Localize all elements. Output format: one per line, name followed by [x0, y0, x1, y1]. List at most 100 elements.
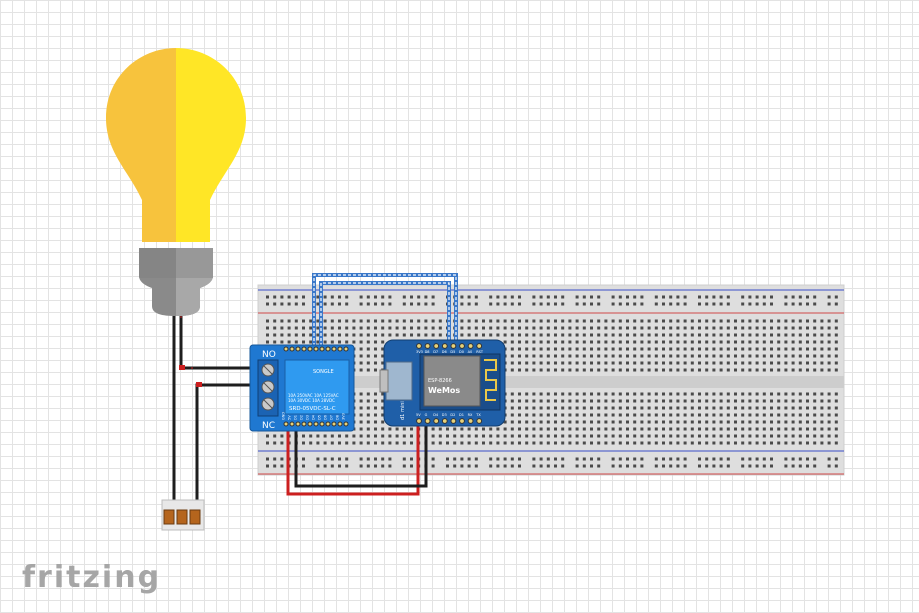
breadboard-hole[interactable]: [575, 441, 579, 445]
breadboard-hole[interactable]: [820, 347, 824, 351]
breadboard-hole[interactable]: [626, 441, 629, 445]
breadboard-hole[interactable]: [611, 427, 615, 431]
breadboard-hole[interactable]: [532, 302, 536, 306]
breadboard-hole[interactable]: [676, 361, 680, 365]
breadboard-hole[interactable]: [719, 406, 723, 410]
breadboard-hole[interactable]: [518, 406, 521, 410]
breadboard-hole[interactable]: [518, 326, 521, 330]
breadboard-hole[interactable]: [539, 464, 543, 468]
breadboard-hole[interactable]: [820, 333, 824, 337]
breadboard-hole[interactable]: [431, 457, 435, 461]
wemos-top-pin[interactable]: [476, 343, 483, 349]
breadboard-hole[interactable]: [662, 441, 665, 445]
breadboard-hole[interactable]: [597, 413, 601, 417]
wemos-top-pin[interactable]: [424, 343, 431, 349]
breadboard-hole[interactable]: [654, 361, 658, 365]
breadboard-hole[interactable]: [633, 368, 637, 372]
breadboard-hole[interactable]: [734, 399, 737, 403]
breadboard-hole[interactable]: [590, 368, 593, 372]
breadboard-hole[interactable]: [554, 434, 557, 438]
breadboard-hole[interactable]: [654, 319, 658, 323]
breadboard-hole[interactable]: [806, 457, 809, 461]
breadboard-hole[interactable]: [359, 340, 363, 344]
breadboard-hole[interactable]: [266, 319, 269, 323]
breadboard-hole[interactable]: [690, 340, 694, 344]
wemos-top-pin[interactable]: [459, 343, 465, 349]
breadboard-hole[interactable]: [518, 319, 521, 323]
breadboard-hole[interactable]: [453, 427, 457, 431]
breadboard-hole[interactable]: [410, 302, 413, 306]
breadboard-hole[interactable]: [561, 347, 565, 351]
breadboard-hole[interactable]: [482, 319, 485, 323]
breadboard-hole[interactable]: [640, 434, 644, 438]
breadboard-hole[interactable]: [633, 295, 637, 299]
breadboard-hole[interactable]: [640, 406, 644, 410]
breadboard-hole[interactable]: [734, 392, 737, 396]
breadboard-hole[interactable]: [496, 457, 500, 461]
breadboard-hole[interactable]: [834, 326, 838, 330]
breadboard-hole[interactable]: [683, 406, 687, 410]
breadboard-hole[interactable]: [554, 326, 557, 330]
breadboard-hole[interactable]: [525, 406, 529, 410]
breadboard-hole[interactable]: [690, 333, 694, 337]
breadboard-hole[interactable]: [546, 406, 550, 410]
breadboard-hole[interactable]: [402, 326, 406, 330]
breadboard-hole[interactable]: [359, 392, 363, 396]
breadboard-hole[interactable]: [590, 413, 593, 417]
breadboard-hole[interactable]: [662, 326, 665, 330]
breadboard-hole[interactable]: [762, 326, 766, 330]
breadboard-hole[interactable]: [827, 302, 831, 306]
breadboard-hole[interactable]: [266, 333, 269, 337]
breadboard-hole[interactable]: [618, 347, 622, 351]
breadboard-hole[interactable]: [561, 340, 565, 344]
breadboard-hole[interactable]: [532, 427, 536, 431]
breadboard-hole[interactable]: [698, 326, 701, 330]
breadboard-hole[interactable]: [316, 302, 320, 306]
breadboard-hole[interactable]: [748, 457, 752, 461]
breadboard-hole[interactable]: [539, 333, 543, 337]
breadboard-hole[interactable]: [388, 427, 392, 431]
breadboard-hole[interactable]: [374, 368, 377, 372]
breadboard-hole[interactable]: [698, 427, 701, 431]
breadboard-hole[interactable]: [568, 434, 572, 438]
breadboard-hole[interactable]: [647, 354, 651, 358]
breadboard-hole[interactable]: [561, 326, 565, 330]
breadboard-hole[interactable]: [726, 333, 730, 337]
breadboard-hole[interactable]: [618, 392, 622, 396]
breadboard-hole[interactable]: [683, 464, 687, 468]
breadboard-hole[interactable]: [590, 457, 593, 461]
breadboard-hole[interactable]: [554, 347, 557, 351]
relay-top-pin[interactable]: [307, 346, 313, 352]
breadboard-hole[interactable]: [791, 319, 795, 323]
breadboard-hole[interactable]: [683, 399, 687, 403]
breadboard-hole[interactable]: [705, 413, 709, 417]
breadboard-hole[interactable]: [784, 420, 788, 424]
breadboard-hole[interactable]: [302, 464, 305, 468]
breadboard-hole[interactable]: [770, 333, 773, 337]
breadboard-hole[interactable]: [712, 302, 716, 306]
breadboard-hole[interactable]: [798, 427, 802, 431]
breadboard-hole[interactable]: [489, 427, 493, 431]
breadboard-hole[interactable]: [374, 420, 377, 424]
breadboard-hole[interactable]: [597, 347, 601, 351]
breadboard-hole[interactable]: [467, 457, 471, 461]
breadboard-hole[interactable]: [676, 441, 680, 445]
breadboard-hole[interactable]: [590, 361, 593, 365]
breadboard-hole[interactable]: [302, 333, 305, 337]
breadboard-hole[interactable]: [568, 441, 572, 445]
breadboard-hole[interactable]: [316, 441, 320, 445]
breadboard-hole[interactable]: [330, 434, 334, 438]
breadboard-hole[interactable]: [827, 427, 831, 431]
breadboard-hole[interactable]: [604, 347, 608, 351]
breadboard-hole[interactable]: [690, 434, 694, 438]
breadboard-hole[interactable]: [417, 333, 421, 337]
breadboard-hole[interactable]: [510, 354, 514, 358]
breadboard-hole[interactable]: [460, 441, 464, 445]
breadboard-hole[interactable]: [496, 319, 500, 323]
breadboard-hole[interactable]: [683, 333, 687, 337]
relay-pin[interactable]: [337, 421, 343, 427]
breadboard-hole[interactable]: [330, 295, 334, 299]
breadboard-hole[interactable]: [597, 392, 601, 396]
breadboard-hole[interactable]: [575, 464, 579, 468]
breadboard-hole[interactable]: [453, 434, 457, 438]
